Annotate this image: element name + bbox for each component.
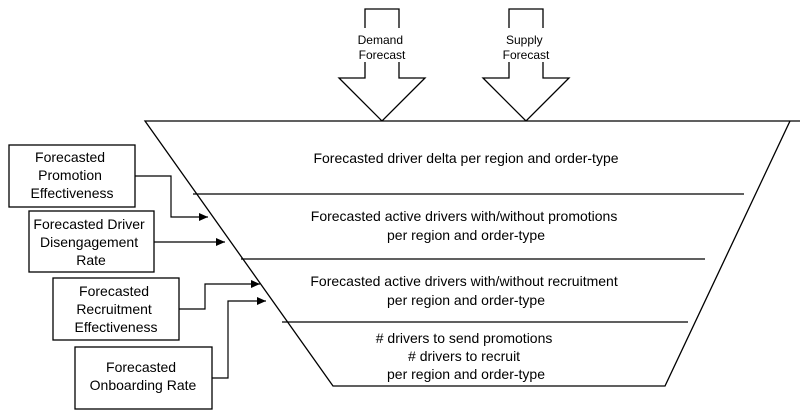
funnel-outline xyxy=(143,120,800,387)
recruitment-effectiveness-box xyxy=(52,277,180,341)
promotion-connector-arrow xyxy=(135,175,208,221)
supply-forecast-label: Supply Forecast xyxy=(503,33,550,62)
supply-forecast-arrow xyxy=(481,8,571,122)
disengagement-rate-box xyxy=(28,210,155,273)
recruitment-effectiveness-label: Forecasted Recruitment Effectiveness xyxy=(74,283,157,335)
demand-forecast-arrow xyxy=(337,8,427,122)
funnel-layer-3-text: Forecasted active drivers with/without r… xyxy=(310,273,621,308)
promotion-effectiveness-box xyxy=(8,144,136,208)
onboarding-connector-arrow xyxy=(212,297,266,379)
funnel-layer-1-text: Forecasted driver delta per region and o… xyxy=(313,150,618,166)
funnel-layer-4-text: # drivers to send promotions # drivers t… xyxy=(376,330,557,382)
demand-forecast-label: Demand Forecast xyxy=(358,33,407,62)
promotion-effectiveness-label: Forecasted Promotion Effectiveness xyxy=(30,149,113,201)
disengagement-rate-label: Forecasted Driver Disengagement Rate xyxy=(33,216,148,268)
onboarding-rate-label: Forecasted Onboarding Rate xyxy=(90,359,197,393)
funnel-layer-2-text: Forecasted active drivers with/without p… xyxy=(311,208,621,243)
recruitment-connector-arrow xyxy=(179,280,260,310)
